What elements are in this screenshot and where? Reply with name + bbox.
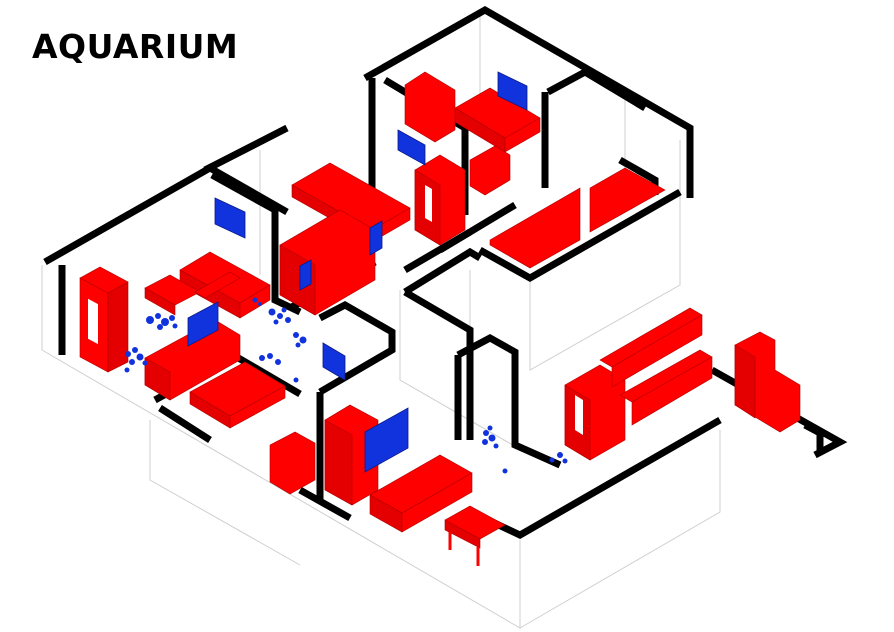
right-room-shelf [734,331,801,433]
wall-center-room [478,188,682,283]
wall-top-inner-3 [546,67,647,112]
lower-left-bed [189,361,286,429]
bottom-table [444,505,506,566]
wall-center-h [403,247,482,295]
wall-lower-left-2 [158,405,212,443]
bottom-sofa [369,454,473,533]
wall-center-v [403,288,474,440]
right-room-long-bench [599,307,713,426]
central-unit [279,209,376,316]
top-room-chair [469,145,511,196]
screen-bottom-center [364,407,409,473]
wall-center-corridor-2 [403,228,472,274]
wall-center-box [456,334,562,469]
screen-center-2 [299,259,312,291]
screen-center-1 [369,220,383,256]
middle-cabinet [414,154,466,246]
top-room-bed [454,87,541,153]
furniture [79,71,801,566]
wall-bottom [298,486,352,522]
wall-left-room-top-2 [203,124,289,174]
screen-left-room [214,197,246,239]
left-room-shelf [144,319,241,401]
right-room-cabinet [564,364,626,461]
wall-mid-room [318,301,396,396]
bottom-center-wardrobe [324,404,379,506]
top-room-sofa [404,71,456,143]
left-room-desk [144,271,241,316]
plan-title: AQUARIUM [32,27,239,66]
screen-top-divider [397,129,426,166]
screen-mid-room [322,342,346,381]
screen-top-room [497,71,528,111]
left-room-cabinet [79,266,129,373]
fish-bubbles [124,297,568,474]
wall-top-room [363,5,694,198]
floor-outline [41,15,721,629]
blue-screens [187,71,528,473]
wall-right-end [803,421,824,450]
wall-left-room-right [210,171,302,316]
corridor-panels [489,167,666,269]
wall-left-room-top [43,163,289,266]
screen-left-shelf [187,301,219,347]
bottom-left-chair [269,431,316,495]
